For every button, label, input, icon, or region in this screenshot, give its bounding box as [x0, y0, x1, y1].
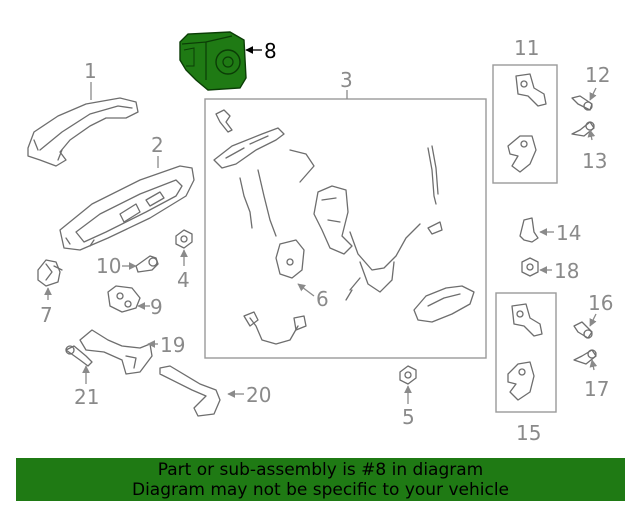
part-12-bolt	[571, 95, 593, 111]
part-9-bracket	[107, 285, 141, 313]
part-2-handle-frame	[59, 165, 195, 251]
callout-16: 16	[588, 291, 613, 315]
callout-21: 21	[74, 385, 99, 409]
part-21-bolt	[65, 345, 93, 367]
callout-18: 18	[554, 259, 579, 283]
part-11-upper-hinge	[507, 73, 547, 173]
callout-5: 5	[402, 405, 415, 429]
callout-6: 6	[316, 287, 329, 311]
callout-13: 13	[582, 149, 607, 173]
latch-assembly-box	[204, 98, 487, 359]
part-7-cap	[37, 259, 63, 287]
callout-1: 1	[84, 59, 97, 83]
part-19-check-strap	[79, 329, 153, 375]
callout-9: 9	[150, 295, 163, 319]
part-1-outer-handle	[27, 97, 139, 167]
part-18-nut	[521, 257, 539, 277]
part-14-stud	[519, 217, 539, 243]
callout-20: 20	[246, 383, 271, 407]
disclaimer-line: Diagram may not be specific to your vehi…	[131, 480, 509, 500]
upper-hinge-box	[492, 64, 558, 184]
callout-19: 19	[160, 333, 185, 357]
part-4-bolt	[175, 229, 193, 249]
part-20-rod	[159, 365, 221, 417]
callout-8: 8	[264, 39, 277, 63]
part-info-line: Part or sub-assembly is #8 in diagram	[157, 460, 484, 480]
callout-4: 4	[177, 268, 190, 292]
callout-7: 7	[40, 303, 53, 327]
part-15-lower-hinge	[507, 303, 543, 401]
callout-12: 12	[585, 63, 610, 87]
part-3-latch-parts	[213, 109, 475, 345]
callout-2: 2	[151, 133, 164, 157]
callout-17: 17	[584, 377, 609, 401]
part-10-pin	[135, 255, 159, 273]
callout-3: 3	[340, 68, 353, 92]
part-17-bolt	[573, 349, 597, 365]
parts-diagram: 8 1 2 7 10 4 9	[27, 31, 613, 445]
callout-11: 11	[514, 36, 539, 60]
part-16-bolt	[573, 321, 593, 339]
callout-15: 15	[516, 421, 541, 445]
callout-14: 14	[556, 221, 581, 245]
callout-10: 10	[96, 254, 121, 278]
lower-hinge-box	[495, 292, 557, 413]
part-8-switch[interactable]	[179, 31, 247, 91]
part-5-bolt	[399, 365, 417, 385]
part-info-banner: Part or sub-assembly is #8 in diagram Di…	[16, 458, 625, 501]
